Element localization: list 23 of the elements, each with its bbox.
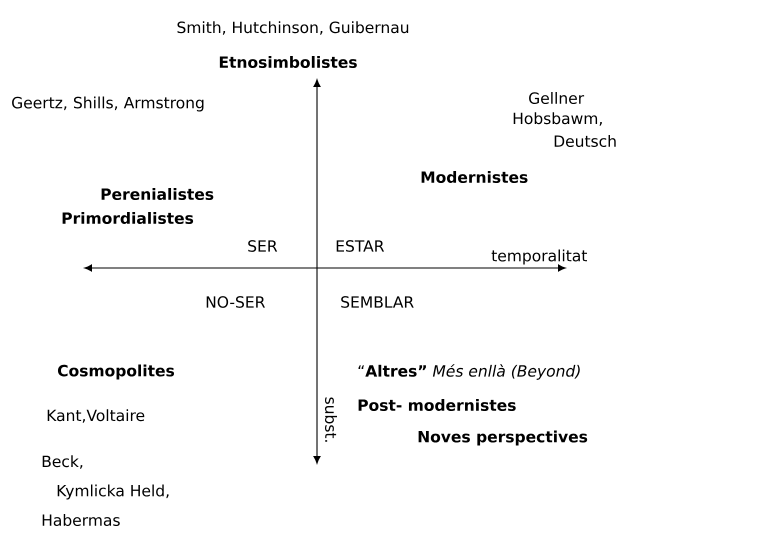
category-heading: Noves perspectives	[418, 430, 588, 446]
quadrant-label: NO-SER	[206, 296, 265, 308]
author-names: Kant,Voltaire	[48, 409, 144, 423]
category-heading: Cosmopolites	[58, 364, 174, 380]
quadrant-label: ESTAR	[336, 240, 384, 252]
quadrant-label: SEMBLAR	[341, 296, 414, 308]
author-names: Beck,	[42, 455, 82, 469]
axis-label: subst.	[325, 397, 337, 442]
category-heading: “Altres” Més enllà (Beyond)	[358, 364, 580, 380]
author-names: Smith, Hutchinson, Guibernau	[178, 21, 408, 35]
author-names: Hobsbawm,	[514, 112, 602, 126]
category-heading: Modernistes	[422, 171, 528, 183]
author-names: Kymlicka Held,	[58, 484, 169, 500]
author-names: Habermas	[42, 514, 120, 526]
author-names: Deutsch	[554, 135, 616, 147]
quadrant-label: SER	[248, 240, 278, 252]
category-heading: Primordialistes	[62, 212, 194, 224]
author-names: Gellner	[529, 92, 584, 104]
category-heading: Perenialistes	[102, 188, 214, 200]
category-heading: Post- modernistes	[358, 399, 516, 411]
axis-label: temporalitat	[492, 250, 588, 264]
category-heading: Etnosimbolistes	[220, 56, 357, 68]
author-names: Geertz, Shills, Armstrong	[12, 96, 204, 112]
